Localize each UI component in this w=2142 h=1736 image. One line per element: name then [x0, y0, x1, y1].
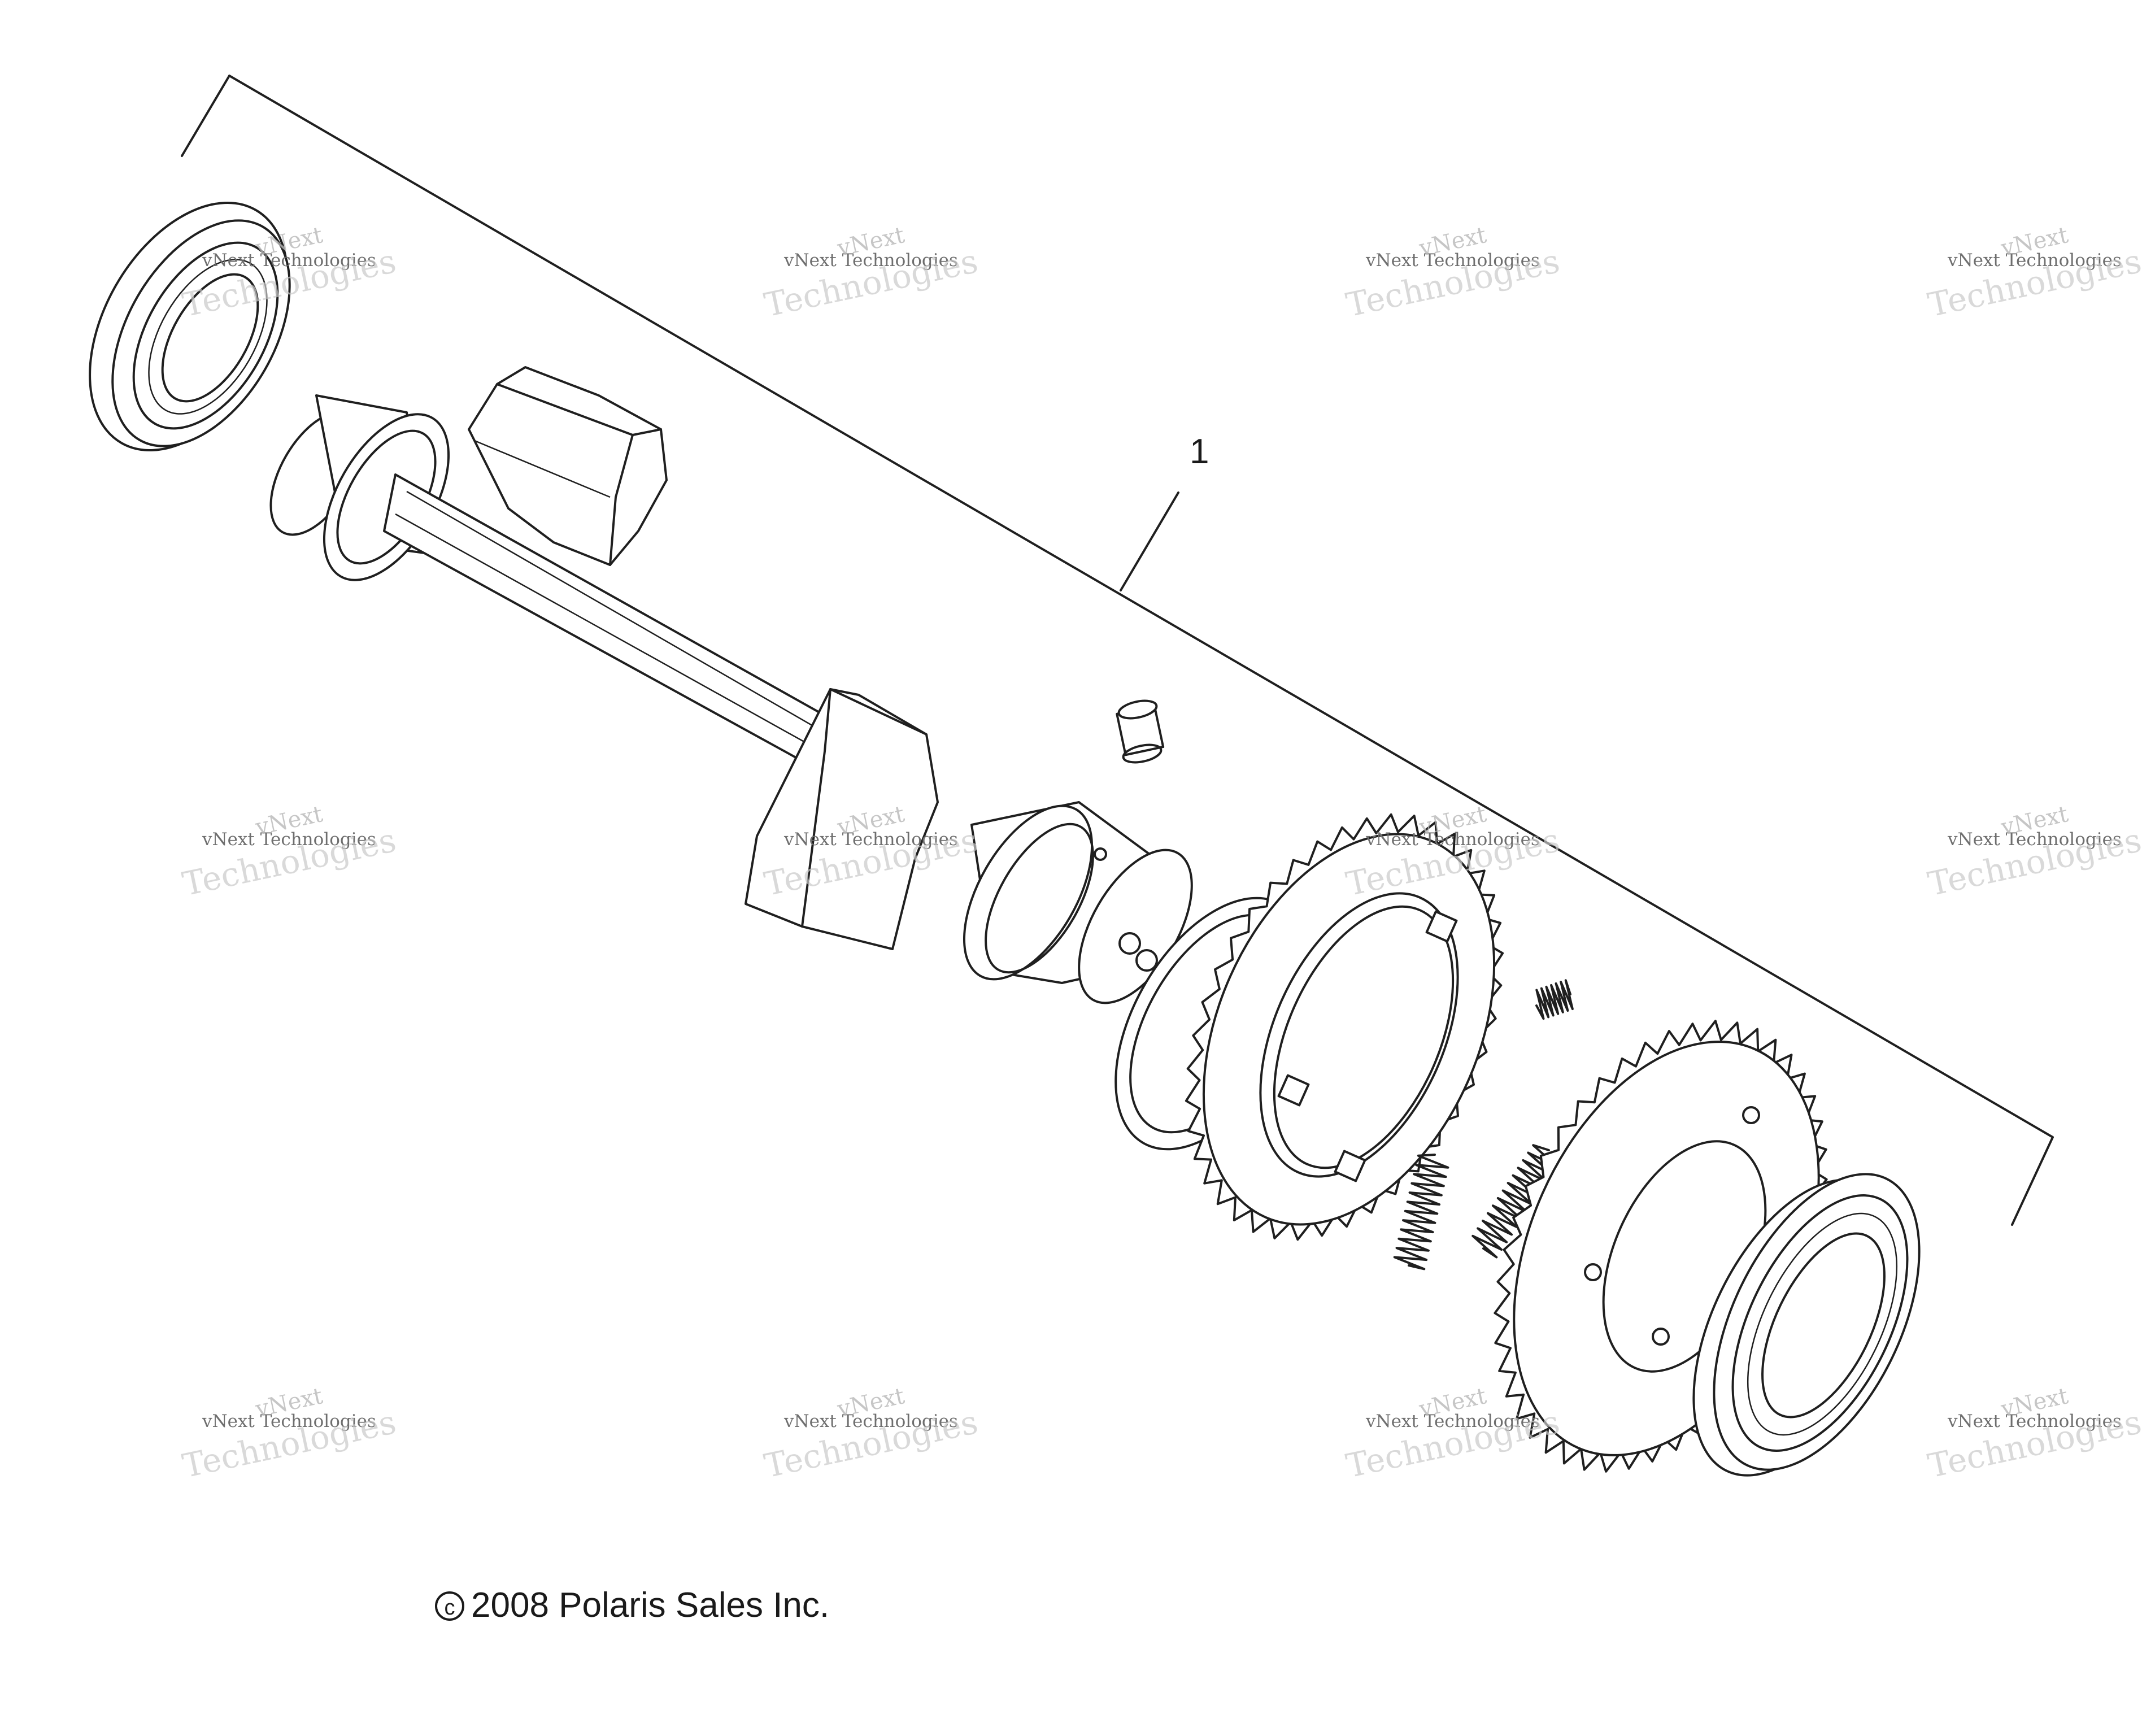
assembly-bracket	[181, 75, 2054, 1226]
crankshaft[interactable]	[252, 366, 1215, 1021]
spring-long[interactable]	[1471, 1144, 1558, 1259]
dowel-pin[interactable]	[1116, 698, 1165, 765]
drive-gear[interactable]	[1147, 789, 1551, 1270]
copyright-icon: c	[435, 1591, 464, 1621]
right-bearing[interactable]	[1651, 1142, 1961, 1508]
spring-middle[interactable]	[1393, 1154, 1449, 1271]
callout-1[interactable]: 1	[1120, 432, 1209, 591]
callout-number-1: 1	[1190, 432, 1209, 471]
spring-short[interactable]	[1535, 979, 1574, 1020]
copyright-text: 2008 Polaris Sales Inc.	[471, 1586, 830, 1625]
left-bearing[interactable]	[49, 168, 328, 485]
